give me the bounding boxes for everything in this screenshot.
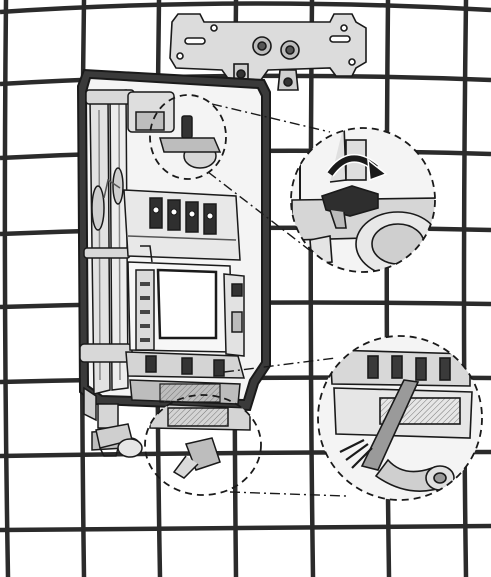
side-connector — [231, 283, 243, 297]
control-module — [127, 261, 245, 357]
bracket-hole — [176, 52, 184, 60]
water-connection-right — [280, 40, 300, 60]
rotation-arrow-icon — [326, 154, 388, 182]
control-module-pins — [140, 282, 150, 342]
cable-entry-plate — [159, 383, 221, 403]
water-connection-left — [252, 36, 272, 56]
side-connector — [231, 311, 243, 333]
bottom-connection-block — [83, 351, 245, 422]
mounting-bracket — [169, 13, 367, 91]
outlet-pipe-connector — [95, 423, 143, 458]
knob-detail-callout — [149, 94, 436, 273]
heating-flange-bottom — [79, 343, 133, 363]
heating-flange-mid — [83, 247, 131, 259]
bracket-slot-left — [184, 37, 206, 45]
terminal-screws — [152, 206, 214, 220]
callout-leader — [211, 103, 331, 133]
callout-source-knob — [149, 94, 227, 180]
temperature-knob — [321, 185, 379, 217]
bracket-slot-right — [329, 35, 351, 43]
callout-source-cable — [144, 394, 262, 496]
callout-leader — [207, 171, 313, 253]
cable-detail-callout — [144, 335, 483, 501]
terminal-row — [367, 355, 451, 381]
callout-leader — [229, 491, 347, 497]
cable-cores — [339, 439, 373, 469]
bracket-hole — [210, 24, 218, 32]
top-water-block — [127, 91, 222, 169]
bracket-hole — [348, 58, 356, 66]
callout-leader — [223, 357, 337, 373]
electronics-board — [103, 178, 241, 263]
supply-cable — [360, 379, 420, 471]
bracket-hole — [340, 24, 348, 32]
temperature-knob-small — [181, 115, 193, 139]
heating-flange-top — [85, 89, 135, 105]
connection-nipple-right — [277, 69, 299, 91]
